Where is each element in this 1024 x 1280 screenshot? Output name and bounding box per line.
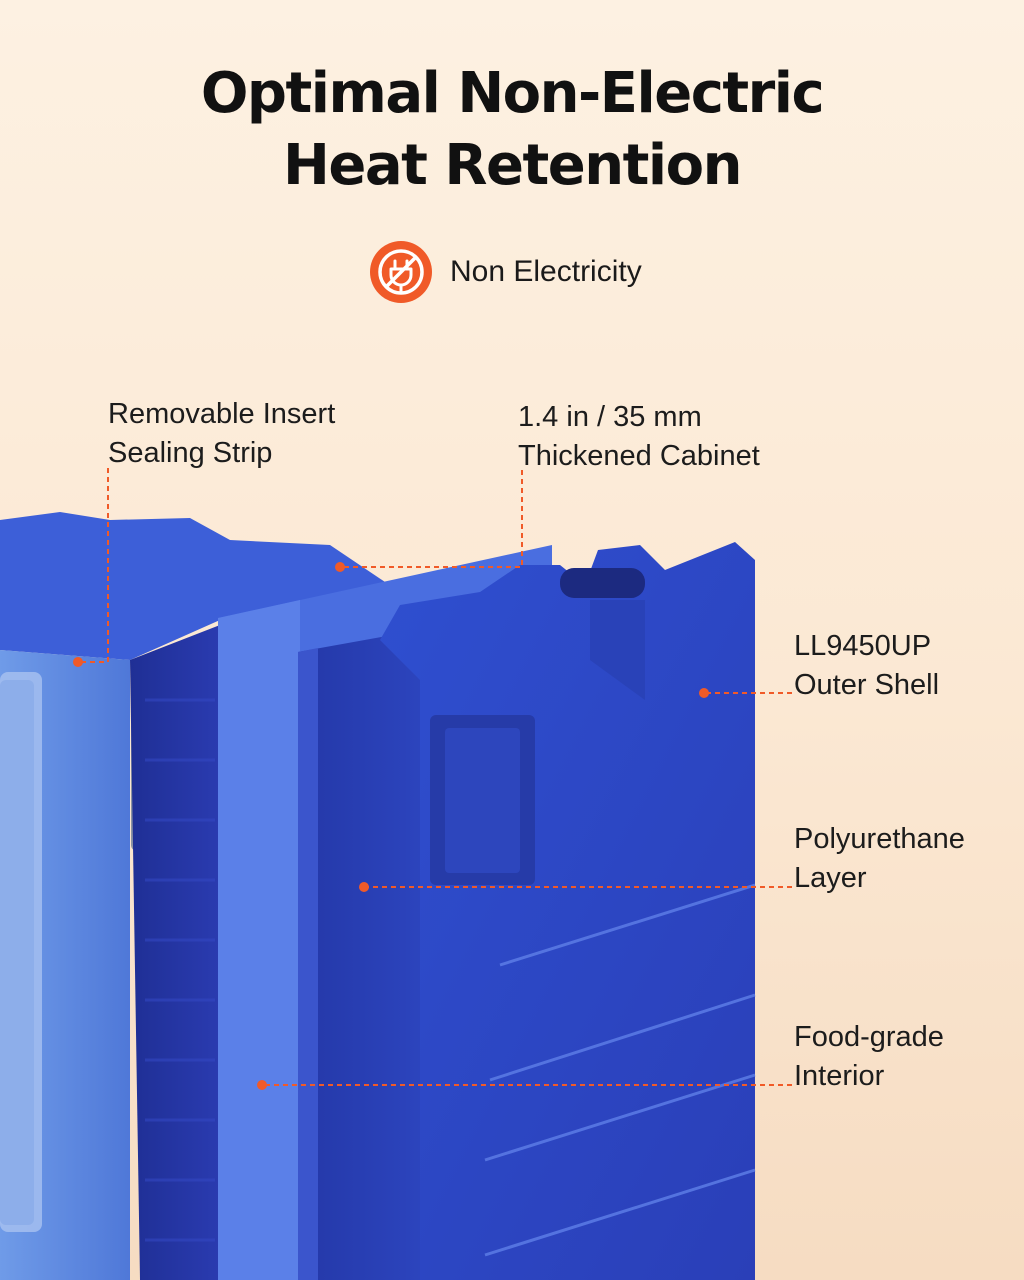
callout-leaders (73, 468, 792, 1090)
title-line-2: Heat Retention (283, 133, 742, 198)
title-line-1: Optimal Non-Electric (200, 61, 825, 126)
carrier-body (0, 512, 385, 1280)
badge-label: Non Electricity (450, 255, 642, 288)
callout-interior-line-2: Interior (794, 1060, 885, 1092)
callout-interior: Food-grade Interior (794, 1018, 944, 1096)
callout-sealing-strip-line-1: Removable Insert (108, 398, 336, 430)
callout-polyurethane-line-2: Layer (794, 862, 867, 894)
non-electricity-badge: Non Electricity (370, 240, 642, 304)
callout-cabinet: 1.4 in / 35 mm Thickened Cabinet (518, 398, 760, 476)
callout-polyurethane-line-1: Polyurethane (794, 823, 965, 855)
callout-polyurethane: Polyurethane Layer (794, 820, 965, 898)
page-title: Optimal Non-Electric Heat Retention (0, 58, 1024, 202)
callout-outer-shell-line-2: Outer Shell (794, 669, 940, 701)
polyurethane-layer (298, 630, 420, 1280)
no-plug-icon (370, 241, 432, 303)
callout-interior-line-1: Food-grade (794, 1021, 944, 1053)
callout-cabinet-line-1: 1.4 in / 35 mm (518, 401, 702, 433)
callout-cabinet-line-2: Thickened Cabinet (518, 440, 760, 472)
outer-shell (380, 542, 756, 1280)
callout-outer-shell: LL9450UP Outer Shell (794, 627, 939, 705)
callout-sealing-strip: Removable Insert Sealing Strip (108, 395, 335, 473)
callout-outer-shell-line-1: LL9450UP (794, 630, 932, 662)
callout-sealing-strip-line-2: Sealing Strip (108, 437, 273, 469)
